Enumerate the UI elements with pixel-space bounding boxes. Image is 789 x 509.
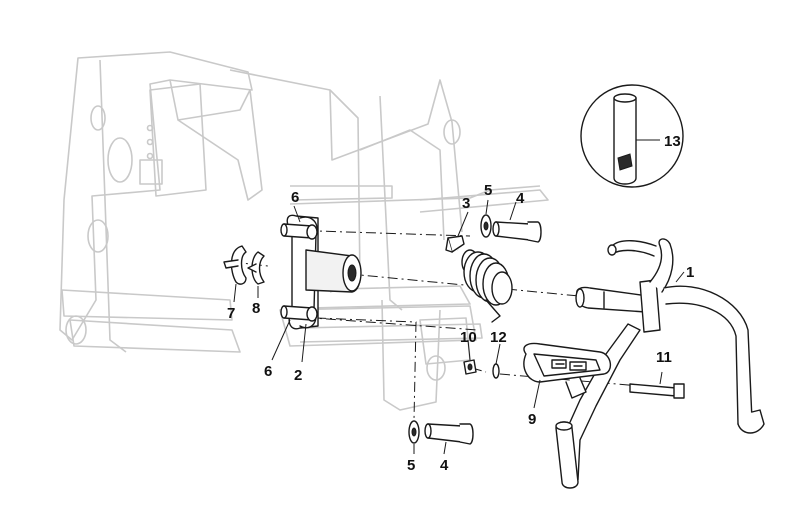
callout-12: 12: [490, 329, 507, 346]
callout-9: 9: [528, 411, 536, 428]
nut: [463, 359, 477, 375]
callout-10: 10: [460, 329, 477, 346]
bolt-lower: [424, 423, 474, 445]
callout-11: 11: [656, 349, 672, 366]
detail-view-bubble: [580, 84, 684, 188]
callout-4-lower: 4: [440, 457, 449, 474]
mounting-bracket: [286, 214, 362, 330]
long-bolt: [629, 383, 685, 399]
callout-8: 8: [252, 300, 260, 317]
callout-2: 2: [294, 367, 302, 384]
pedal-lever: [555, 238, 765, 489]
bolt-upper: [492, 221, 542, 243]
callout-5-upper: 5: [484, 182, 492, 199]
torsion-spring: [461, 249, 513, 323]
callout-6-upper: 6: [291, 189, 299, 206]
callout-6-lower: 6: [264, 363, 272, 380]
retaining-clip: [247, 251, 265, 285]
callout-1: 1: [686, 264, 694, 281]
circlip: [223, 245, 247, 285]
lock-washer: [492, 363, 500, 379]
callout-3: 3: [462, 195, 470, 212]
callout-4-upper: 4: [516, 190, 525, 207]
washer-lower: [408, 420, 420, 444]
callout-labels: 13 1 2 3 4 4 5 5 6 6 7 8 9 10 11 12: [227, 133, 694, 474]
callout-7: 7: [227, 305, 235, 322]
foot-pad: [523, 342, 611, 399]
bracket-studs: [280, 223, 318, 322]
washer-upper: [480, 214, 492, 238]
callout-5-lower: 5: [407, 457, 415, 474]
leader-lines: [233, 139, 685, 455]
spring-pin: [445, 235, 465, 253]
callout-13: 13: [664, 133, 681, 150]
